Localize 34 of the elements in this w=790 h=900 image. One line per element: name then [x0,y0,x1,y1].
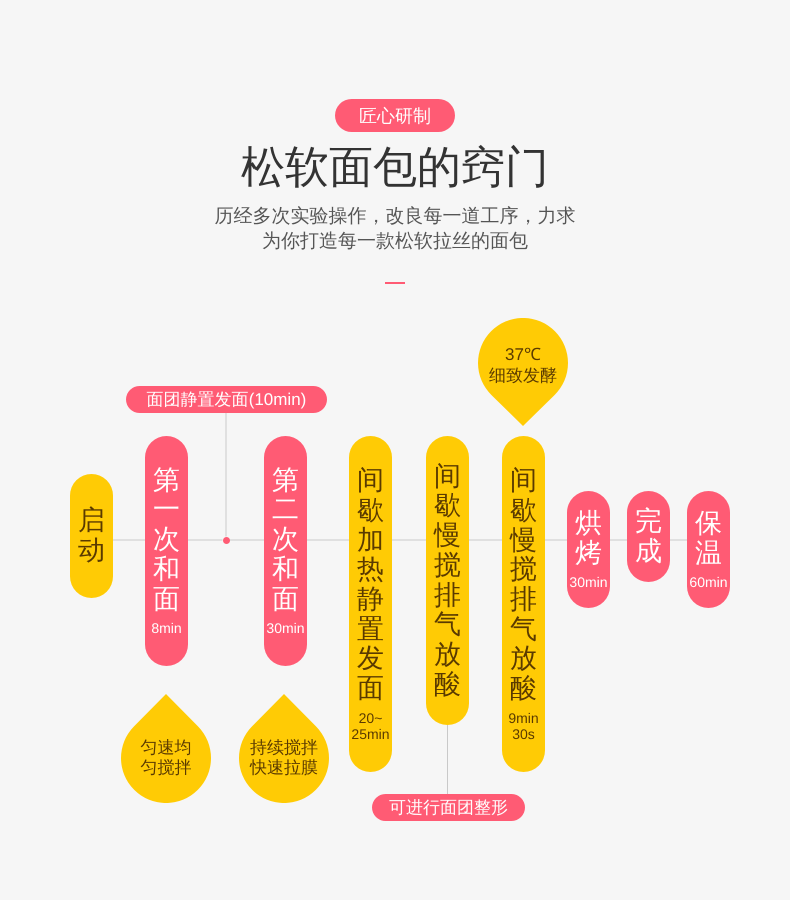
step-duration: 30min [569,574,608,590]
step-name: 启动 [78,506,105,566]
callout-text: 细致发酵 [489,365,557,386]
step-pill [687,491,730,608]
subtitle-text: 历经多次实验操作，改良每一道工序，力求为你打造每一款松软拉丝的面包 [214,205,576,254]
step-duration: 60min [689,574,728,590]
step-pill [627,491,670,582]
step-name: 第一次和面 [153,466,180,614]
step-name: 完成 [635,506,662,566]
note-tag: 面团静置发面(10min) [126,386,327,413]
step-name: 第二次和面 [272,466,299,614]
callout-text: 37℃ [505,344,541,365]
step-pill [264,436,307,666]
step-duration: 9min 30s [507,710,540,742]
leader-line [447,724,448,794]
note-tag: 可进行面团整形 [372,794,525,821]
step-duration: 20~ 25min [350,710,391,742]
step-duration: 30min [266,620,305,636]
step-pill [145,436,188,666]
step-pill [567,491,610,608]
step-pill [502,436,545,772]
step-duration: 8min [151,620,182,636]
step-pill [349,436,392,772]
step-pill [426,436,469,725]
step-pill [70,474,113,598]
title-badge: 匠心研制 [335,99,455,132]
callout-text: 持续搅拌快速拉膜 [250,738,318,778]
callout-text: 匀速均匀搅拌 [140,738,192,778]
page-title: 松软面包的窍门 [241,142,549,194]
step-name: 间歇慢搅排气放酸 [434,462,461,700]
step-name: 保温 [695,508,722,568]
step-name: 间歇加热静置发面 [357,466,384,704]
step-name: 烘烤 [575,508,602,568]
step-name: 间歇慢搅排气放酸 [510,466,537,704]
